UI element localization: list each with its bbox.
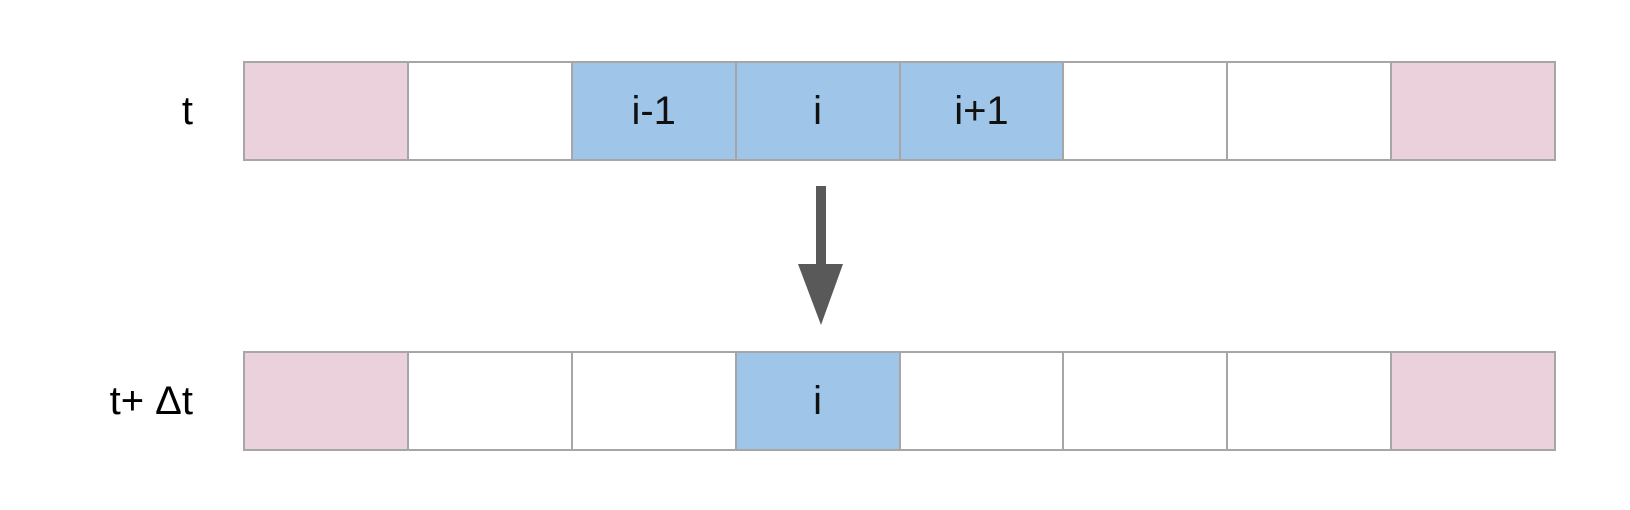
grid-cell	[1228, 353, 1393, 449]
arrow-shaft	[816, 186, 826, 266]
cell-strip: i-1 i i+1	[243, 61, 1556, 161]
grid-cell	[1064, 353, 1229, 449]
grid-row-t: t i-1 i i+1	[0, 61, 1630, 161]
row-label: t	[181, 89, 193, 133]
ghost-cell	[1392, 63, 1556, 159]
ghost-cell	[245, 353, 409, 449]
grid-cell	[1064, 63, 1229, 159]
grid-cell	[572, 353, 737, 449]
grid-cell-i-plus-1: i+1	[900, 63, 1065, 159]
ghost-cell	[245, 63, 409, 159]
grid-cell-i-minus-1: i-1	[572, 63, 737, 159]
grid-cell	[408, 353, 573, 449]
arrow-head	[798, 264, 843, 325]
row-label: t+ Δt	[109, 379, 193, 423]
grid-row-t-plus-dt: t+ Δt i	[0, 351, 1630, 451]
grid-cell	[1228, 63, 1393, 159]
grid-cell	[900, 353, 1065, 449]
cell-strip: i	[243, 351, 1556, 451]
ghost-cell	[1392, 353, 1556, 449]
grid-cell-i: i	[736, 353, 901, 449]
grid-cell	[408, 63, 573, 159]
grid-cell-i: i	[736, 63, 901, 159]
